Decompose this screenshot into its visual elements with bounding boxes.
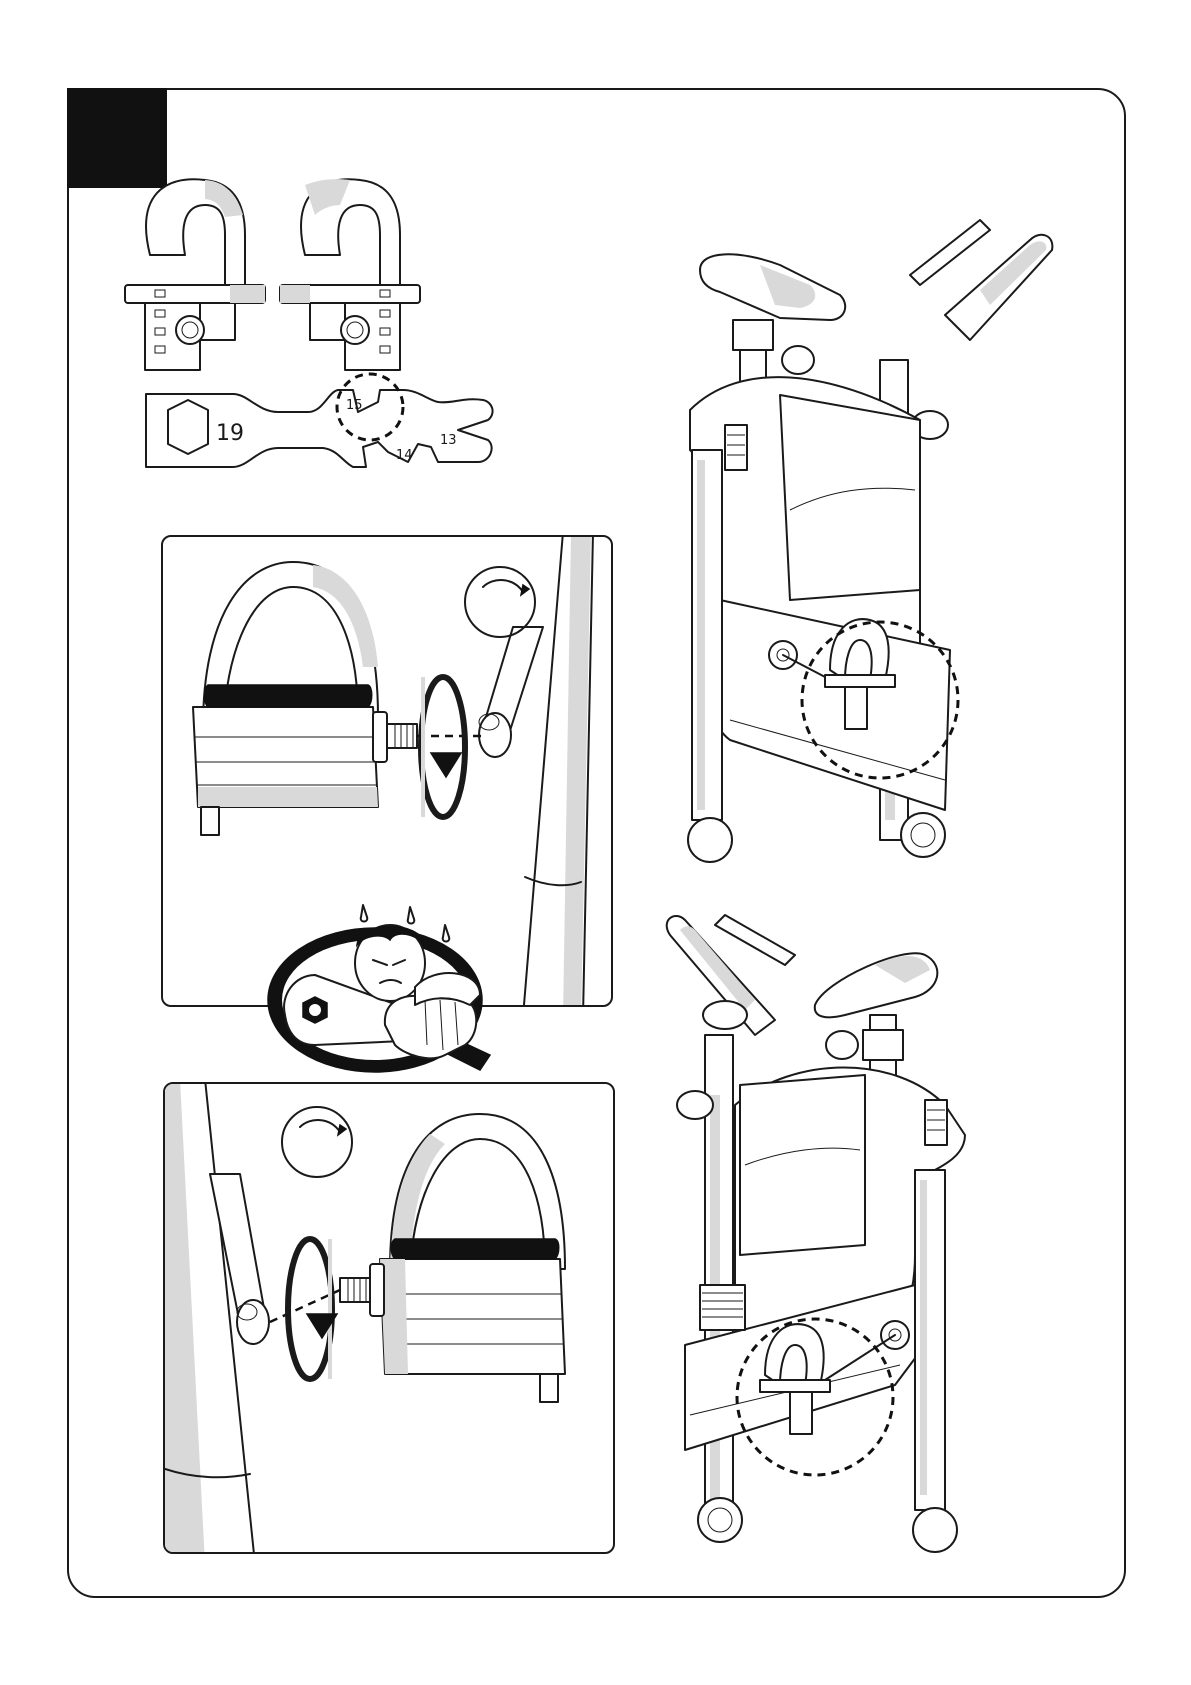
- right-pedal-install-illustration: [165, 1084, 615, 1554]
- exercise-bike-left-side-view: [680, 220, 1070, 880]
- thread-direction-arrow: [421, 677, 465, 817]
- wrench-illustration: 19 15 14 13: [138, 372, 498, 487]
- exercise-bike-right-side-view: [665, 905, 1055, 1570]
- step-number-badge: [67, 88, 167, 188]
- rotate-clockwise-icon: [282, 1107, 352, 1177]
- wrench-size-19: 19: [216, 421, 244, 446]
- right-pedal: [280, 179, 420, 370]
- thread-direction-arrow: [288, 1239, 337, 1379]
- left-pedal: [125, 179, 265, 370]
- struggling-person-with-wrench-illustration: [265, 905, 505, 1100]
- hex-19-opening: [168, 400, 208, 454]
- wrench-size-14: 14: [396, 448, 413, 463]
- wrench-size-13: 13: [440, 433, 457, 448]
- wrench-size-15: 15: [346, 398, 363, 413]
- pedal-pair-illustration: [125, 175, 425, 380]
- rotate-clockwise-icon: [465, 567, 535, 637]
- right-pedal-install-panel: [163, 1082, 615, 1554]
